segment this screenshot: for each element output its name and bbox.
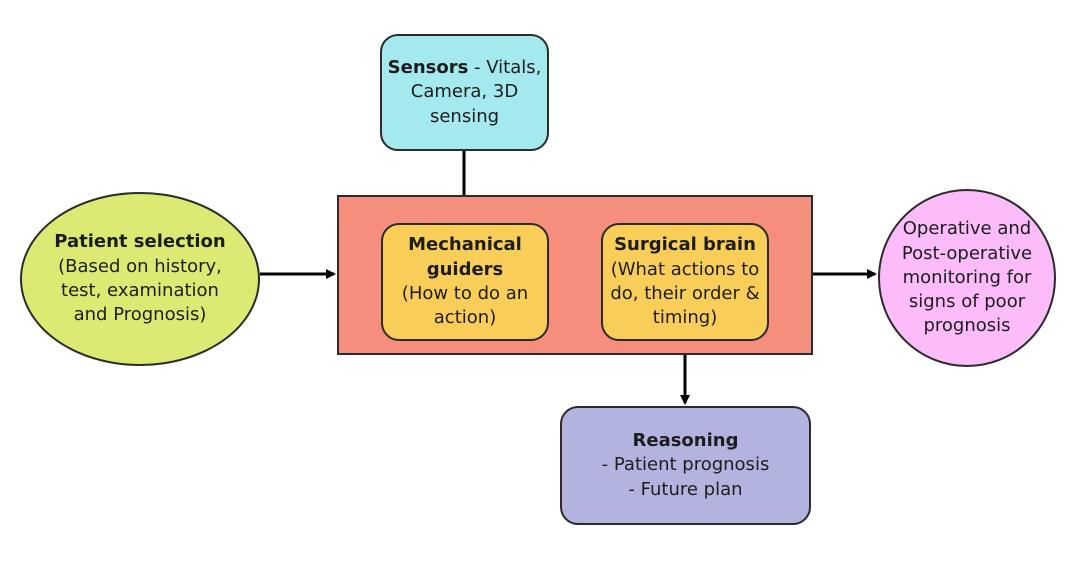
sensors-inline-text: - Vitals, [468, 57, 542, 79]
reasoning-line-1: - Patient prognosis [601, 454, 770, 476]
patient-selection-node: Patient selection (Based on history, tes… [20, 192, 260, 366]
monitoring-line-3: monitoring for [902, 266, 1032, 288]
surgical-brain-line-1: (What actions to [610, 258, 760, 280]
reasoning-title: Reasoning [632, 430, 739, 452]
surgical-brain-title: Surgical brain [614, 234, 756, 256]
monitoring-line-4: signs of poor [908, 291, 1026, 313]
patient-line-3: and Prognosis) [73, 304, 207, 326]
reasoning-line-2: - Future plan [628, 478, 743, 500]
monitoring-line-5: prognosis [923, 315, 1011, 337]
patient-line-2: test, examination [61, 280, 219, 301]
sensors-line-2: Camera, 3D [410, 81, 519, 103]
surgical-brain-node: Surgical brain (What actions to do, thei… [601, 223, 769, 341]
patient-title: Patient selection [54, 231, 226, 253]
reasoning-node: Reasoning - Patient prognosis - Future p… [560, 406, 811, 525]
monitoring-node: Operative and Post-operative monitoring … [878, 189, 1056, 367]
surgical-brain-line-2: do, their order & [610, 283, 760, 304]
mechanical-line-2: action) [433, 307, 497, 329]
mechanical-guiders-node: Mechanical guiders (How to do an action) [381, 223, 549, 341]
surgical-brain-line-3: timing) [652, 307, 718, 329]
sensors-title: Sensors [387, 57, 469, 79]
sensors-node: Sensors - Vitals, Camera, 3D sensing [380, 34, 549, 151]
sensors-line-3: sensing [429, 105, 500, 127]
mechanical-line-1: (How to do an [401, 283, 529, 304]
patient-line-1: (Based on history, [58, 255, 222, 277]
mechanical-title-2: guiders [426, 258, 504, 280]
mechanical-title: Mechanical [408, 234, 522, 256]
monitoring-line-2: Post-operative [901, 242, 1033, 264]
sensors-line-1: Sensors - Vitals, [388, 56, 542, 80]
monitoring-line-1: Operative and [902, 218, 1032, 240]
